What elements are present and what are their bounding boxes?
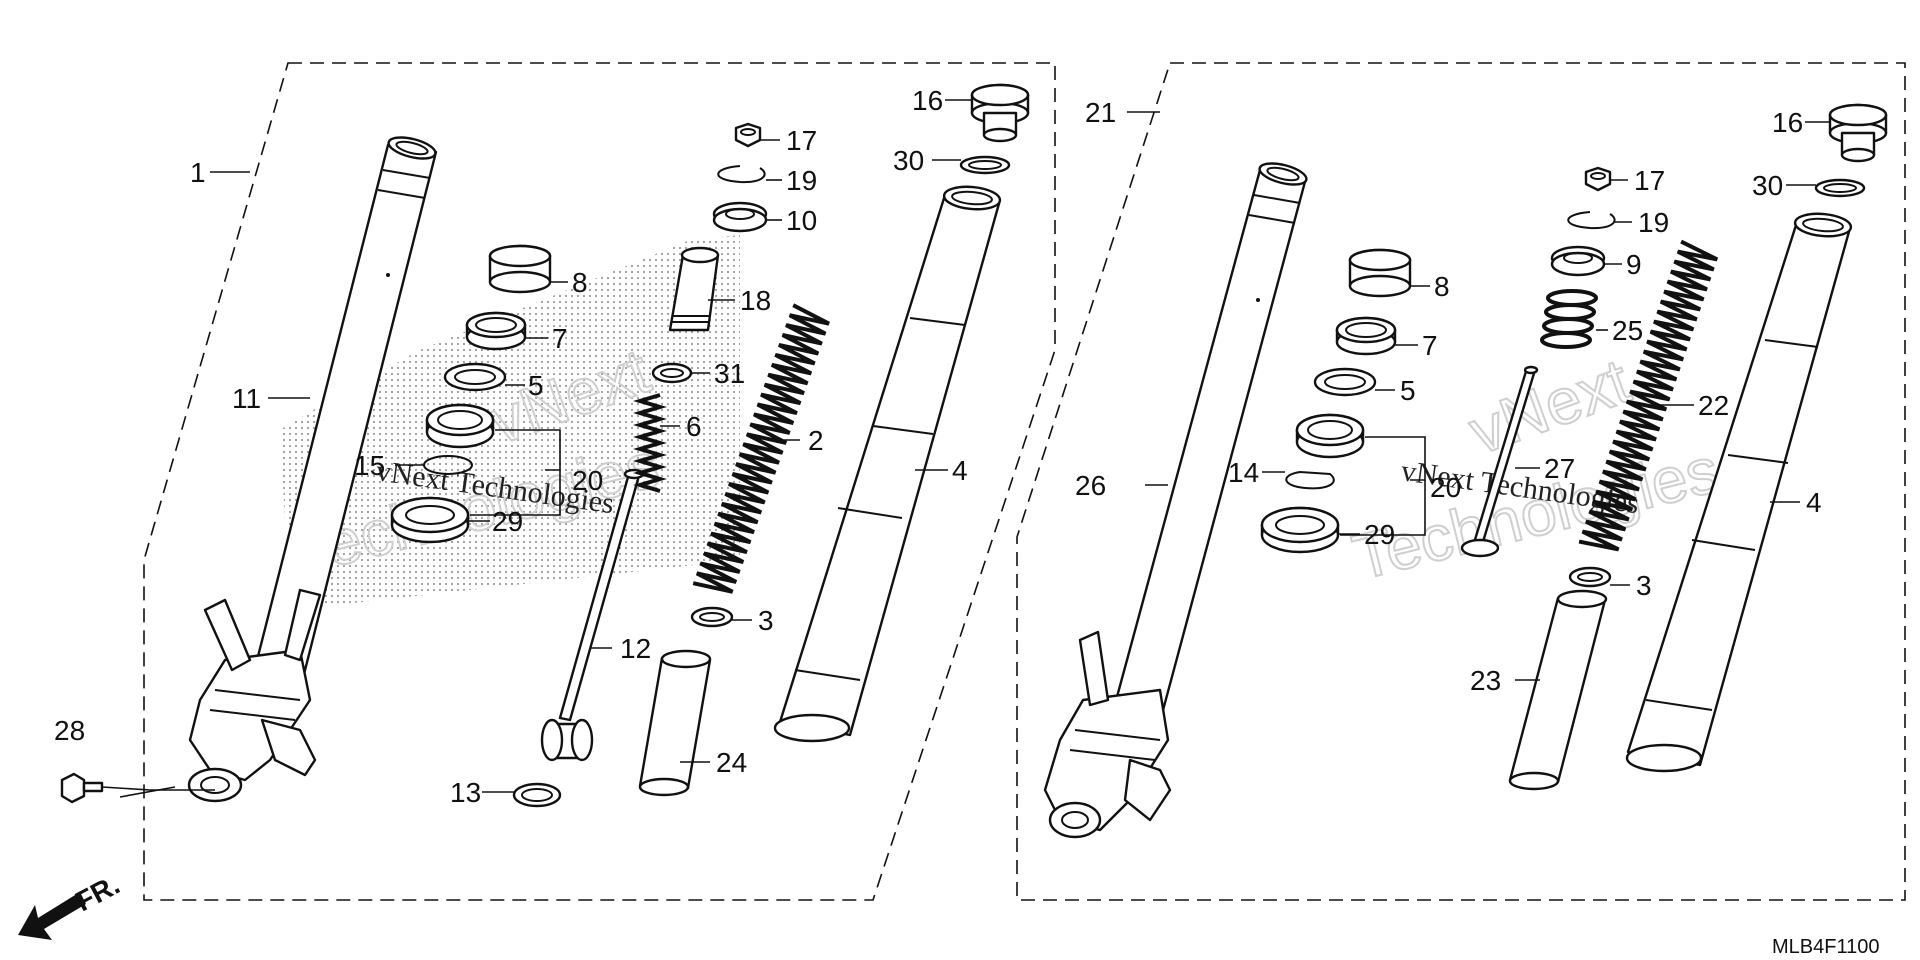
label-23: 23 — [1470, 665, 1501, 696]
left-assembly-frame — [143, 62, 1056, 901]
nut-17-left — [734, 122, 762, 148]
label-28: 28 — [54, 715, 85, 746]
label-20b: 20 — [1430, 472, 1461, 503]
right-assembly-frame — [1016, 62, 1906, 901]
o-ring-30-left — [959, 155, 1011, 175]
ring-31-left — [651, 362, 693, 384]
label-30b: 30 — [1752, 170, 1783, 201]
label-4b: 4 — [1806, 487, 1822, 518]
fork-bottom-bracket-left — [187, 588, 322, 803]
label-27: 27 — [1544, 453, 1575, 484]
rod-27-right — [1460, 365, 1539, 558]
label-5: 5 — [528, 370, 544, 401]
label-19: 19 — [786, 165, 817, 196]
label-2: 2 — [808, 425, 824, 456]
oil-seal-20-right — [1295, 413, 1365, 459]
label-8: 8 — [572, 267, 588, 298]
nut-17-right — [1584, 166, 1612, 192]
label-26: 26 — [1075, 470, 1106, 501]
spring-25-right — [1540, 289, 1599, 349]
bushing-7-right — [1335, 316, 1397, 356]
collar-18-left — [668, 246, 720, 332]
label-10: 10 — [786, 205, 817, 236]
label-12: 12 — [620, 633, 651, 664]
damper-rod-12-left — [540, 468, 645, 762]
label-14: 14 — [1228, 457, 1259, 488]
label-18: 18 — [740, 285, 771, 316]
outer-tube-4-right — [1625, 212, 1853, 773]
spring-seat-9-right — [1550, 245, 1606, 277]
dust-seal-29-left — [390, 496, 470, 544]
label-29b: 29 — [1364, 519, 1395, 550]
fork-spring-22-right — [1578, 239, 1719, 552]
label-17: 17 — [786, 125, 817, 156]
label-29: 29 — [492, 506, 523, 537]
label-19b: 19 — [1638, 207, 1669, 238]
spacer-24-left — [638, 649, 712, 797]
label-9: 9 — [1626, 249, 1642, 280]
ring-3-left — [690, 606, 734, 628]
fork-spring-2-left — [692, 303, 830, 594]
label-3: 3 — [758, 605, 774, 636]
label-4: 4 — [952, 455, 968, 486]
diagram-code: MLB4F1100 — [1772, 936, 1879, 958]
fork-bottom-bracket-right — [1043, 630, 1172, 839]
label-21: 21 — [1085, 97, 1116, 128]
label-16b: 16 — [1772, 107, 1803, 138]
label-11: 11 — [232, 383, 261, 414]
oil-seal-20-left — [425, 403, 495, 449]
bushing-8-right — [1348, 248, 1412, 298]
ring-3-right — [1568, 566, 1612, 588]
callout-labels: 1 11 8 7 5 15 20 29 28 13 12 17 19 10 18… — [54, 85, 1822, 808]
bushing-7-left — [465, 311, 527, 351]
dust-seal-29-right — [1260, 506, 1340, 554]
washer-5-right — [1313, 367, 1377, 397]
label-8b: 8 — [1434, 271, 1450, 302]
fork-cap-16-left — [970, 83, 1030, 143]
o-ring-30-right — [1814, 178, 1866, 198]
label-5b: 5 — [1400, 375, 1416, 406]
label-22: 22 — [1698, 390, 1729, 421]
label-16: 16 — [912, 85, 943, 116]
washer-13-left — [512, 782, 562, 808]
label-15: 15 — [354, 450, 385, 481]
label-20: 20 — [572, 465, 603, 496]
inner-tube-right — [1106, 162, 1308, 742]
bracket-20-left — [495, 429, 561, 471]
label-1: 1 — [190, 157, 206, 188]
label-25: 25 — [1612, 315, 1643, 346]
spring-seat-10-left — [712, 201, 768, 233]
leader-lines — [210, 99, 1830, 793]
label-31: 31 — [714, 358, 745, 389]
label-17b: 17 — [1634, 165, 1665, 196]
fork-cap-16-right — [1828, 103, 1888, 163]
label-7b: 7 — [1422, 330, 1438, 361]
label-30: 30 — [893, 145, 924, 176]
bushing-8-left — [488, 244, 552, 294]
spacer-23-right — [1508, 589, 1608, 791]
bolt-28-left — [60, 772, 215, 804]
label-6: 6 — [686, 411, 702, 442]
front-direction-arrow-icon: FR. — [18, 869, 125, 940]
label-13: 13 — [450, 777, 481, 808]
circlip-19-left — [717, 165, 766, 184]
direction-label: FR. — [70, 869, 124, 918]
clip-14-right — [1285, 470, 1335, 490]
outer-tube-4-left — [773, 185, 1002, 743]
circlip-19-right — [1567, 211, 1616, 230]
label-3b: 3 — [1636, 570, 1652, 601]
label-24: 24 — [716, 747, 747, 778]
washer-5-left — [443, 362, 507, 392]
svg-text:vNext: vNext — [1460, 344, 1639, 468]
spring-6-left — [633, 393, 667, 493]
label-7: 7 — [552, 323, 568, 354]
bracket-20-right — [1365, 436, 1426, 481]
